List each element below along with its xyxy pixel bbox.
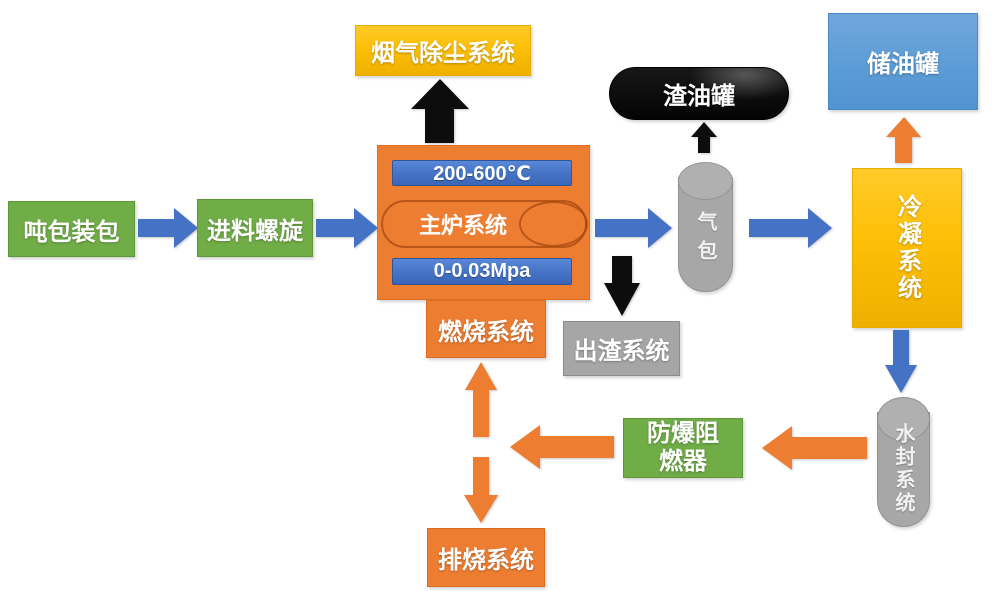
arrow-furnace-to-dedusting-icon bbox=[411, 79, 469, 143]
node-slag-discharge: 出渣系统 bbox=[563, 321, 680, 376]
arrow-junction-to-combustion-icon bbox=[465, 362, 497, 437]
arrow-junction-to-exhaustburning-icon bbox=[464, 457, 498, 523]
furnace-temp-value: 200-600℃ bbox=[433, 162, 531, 185]
node-slag-discharge-label: 出渣系统 bbox=[573, 338, 670, 365]
node-gas-drum-label: 气包 bbox=[694, 211, 716, 269]
node-combustion-label: 燃烧系统 bbox=[438, 318, 534, 346]
node-ton-bag: 吨包装包 bbox=[8, 201, 135, 257]
node-feed-screw-label: 进料螺旋 bbox=[207, 217, 303, 245]
arrow-condensing-to-oilstorage-icon bbox=[886, 117, 921, 163]
furnace-temp-bar: 200-600℃ bbox=[392, 160, 572, 186]
node-oil-storage-tank: 储油罐 bbox=[828, 13, 978, 110]
node-flame-arrester-label: 防爆阻燃器 bbox=[647, 420, 719, 475]
arrow-feedscrew-to-furnace-icon bbox=[316, 208, 378, 248]
node-feed-screw: 进料螺旋 bbox=[197, 199, 313, 257]
arrow-gasdrum-to-slagoiltank-icon bbox=[691, 122, 717, 153]
node-flue-gas-dedusting: 烟气除尘系统 bbox=[355, 25, 531, 76]
node-condensing-label: 冷凝系统 bbox=[893, 194, 921, 302]
arrow-furnace-to-gasdrum-icon bbox=[595, 208, 672, 248]
arrow-gasdrum-to-condensing-icon bbox=[749, 208, 832, 248]
arrow-tonbag-to-feedscrew-icon bbox=[138, 208, 198, 248]
node-flue-gas-dedusting-label: 烟气除尘系统 bbox=[371, 40, 515, 67]
furnace-pressure-bar: 0-0.03Mpa bbox=[392, 258, 572, 285]
node-gas-drum: 气包 bbox=[678, 162, 733, 292]
node-combustion: 燃烧系统 bbox=[426, 300, 546, 358]
arrow-condensing-to-waterseal-icon bbox=[885, 330, 917, 393]
furnace-pressure-value: 0-0.03Mpa bbox=[433, 260, 531, 282]
arrow-furnace-to-slagdischarge-icon bbox=[604, 256, 640, 316]
node-exhaust-burning: 排烧系统 bbox=[427, 528, 545, 587]
node-exhaust-burning-label: 排烧系统 bbox=[438, 547, 534, 574]
node-water-seal-label: 水封系统 bbox=[892, 423, 914, 515]
node-slag-oil-tank: 渣油罐 bbox=[609, 67, 789, 120]
node-oil-storage-tank-label: 储油罐 bbox=[867, 51, 939, 78]
node-flame-arrester: 防爆阻燃器 bbox=[623, 418, 743, 478]
gas-drum-top bbox=[678, 162, 733, 200]
node-condensing: 冷凝系统 bbox=[852, 168, 962, 328]
node-main-furnace-label: 主炉系统 bbox=[418, 213, 507, 238]
node-slag-oil-tank-label: 渣油罐 bbox=[663, 83, 735, 110]
arrow-flamearrester-to-junction-icon bbox=[510, 425, 614, 469]
furnace-stadium: 主炉系统 bbox=[381, 200, 587, 248]
node-ton-bag-label: 吨包装包 bbox=[23, 218, 120, 246]
node-water-seal: 水封系统 bbox=[877, 397, 930, 527]
arrow-waterseal-to-flamearrester-icon bbox=[762, 426, 867, 470]
furnace-stadium-ellipse bbox=[519, 201, 588, 247]
water-seal-top bbox=[877, 397, 930, 441]
